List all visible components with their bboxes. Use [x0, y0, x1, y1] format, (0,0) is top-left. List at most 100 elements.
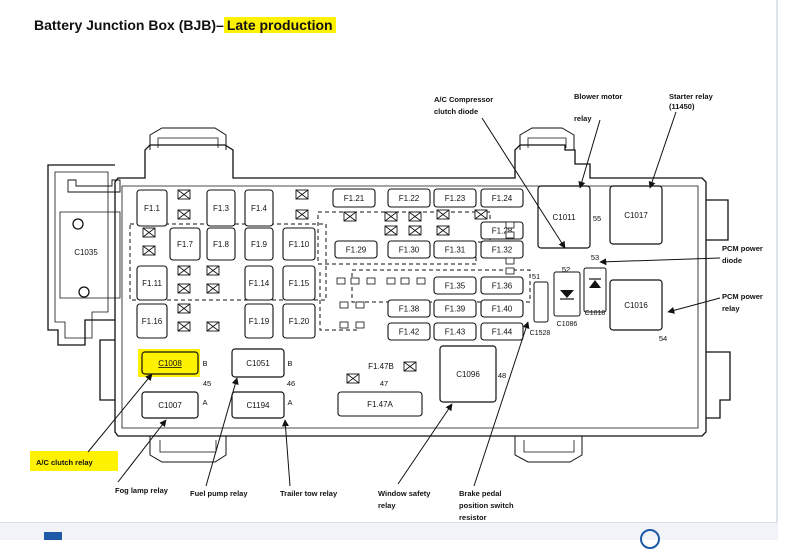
fuse-f1-47a — [337, 391, 423, 417]
terminal — [339, 301, 349, 309]
callout-blower-1: Blower motor — [574, 92, 622, 101]
fuse-f1-22 — [387, 188, 431, 208]
relay-c1016 — [609, 279, 663, 331]
terminal — [416, 277, 426, 285]
fuse-f1-38 — [387, 299, 431, 318]
fuse-f1-10 — [282, 227, 316, 261]
leader-line — [117, 419, 167, 483]
fuse-f1-43 — [433, 322, 477, 341]
fuse-f1-16 — [136, 303, 168, 339]
slot-marker — [177, 321, 191, 332]
terminal — [505, 257, 515, 265]
leader-line — [481, 117, 566, 249]
fuse-label-f1-22: F1.22 — [399, 194, 420, 203]
fuse-f1-4 — [244, 189, 274, 227]
callout-brake-pedal-2: position switch — [459, 501, 514, 510]
fuse-label-f1-16: F1.16 — [142, 317, 163, 326]
terminal — [505, 267, 515, 275]
pin-label-n46: 46 — [287, 379, 295, 388]
fuse-f1-7 — [169, 227, 201, 261]
relay-label-c1051: C1051 — [246, 359, 270, 368]
slot-marker — [436, 225, 450, 236]
terminal — [366, 277, 376, 285]
fuse-f1-20 — [282, 303, 316, 339]
diode-symbol-2 — [589, 280, 601, 288]
terminal — [350, 277, 360, 285]
leader-line — [281, 419, 291, 487]
fuse-label-f1-23: F1.23 — [445, 194, 466, 203]
pin-label-a2: A — [287, 398, 292, 407]
slot-marker — [177, 303, 191, 314]
leader-line — [578, 119, 601, 189]
pin-label-n53: 53 — [591, 253, 599, 262]
fuse-label-f1-47a: F1.47A — [367, 400, 393, 409]
relay-label-c1017: C1017 — [624, 211, 648, 220]
fuse-label-f1-21: F1.21 — [344, 194, 365, 203]
fuse-f1-24 — [480, 188, 524, 208]
leader-line — [648, 111, 677, 189]
slot-marker — [177, 209, 191, 220]
fuse-label-f1-1: F1.1 — [144, 204, 161, 213]
callout-brake-pedal-3: resistor — [459, 513, 487, 522]
leader-line — [599, 257, 721, 266]
leader-line — [397, 403, 453, 485]
fuse-f1-35 — [433, 276, 477, 295]
frame-edge — [776, 0, 778, 522]
slot-marker — [436, 209, 450, 220]
slot-marker — [206, 283, 220, 294]
fuse-f1-14 — [244, 265, 274, 301]
pin-label-n52: 52 — [562, 265, 570, 274]
fuse-f1-29 — [334, 240, 378, 259]
relay-label-c1086: C1086 — [557, 321, 578, 328]
download-icon[interactable] — [640, 529, 660, 549]
relay-label-c1035: C1035 — [74, 248, 98, 257]
fuse-f1-44 — [480, 322, 524, 341]
relay-label-c1528: C1528 — [530, 330, 551, 337]
diode-symbol-1 — [560, 290, 574, 298]
slot-markers — [142, 189, 515, 384]
title-prefix: Battery Junction Box (BJB) — [34, 17, 217, 33]
fuse-label-f1-15: F1.15 — [289, 279, 310, 288]
fuse-label-f1-7: F1.7 — [177, 240, 194, 249]
pin-label-a1: A — [202, 398, 207, 407]
fuse-label-f1-35: F1.35 — [445, 282, 466, 291]
fuse-label-f1-31: F1.31 — [445, 246, 466, 255]
fuse-label-f1-4: F1.4 — [251, 204, 268, 213]
callout-fuel-pump-relay: Fuel pump relay — [190, 489, 248, 498]
fuse-f1-30 — [387, 240, 431, 259]
page-title: Battery Junction Box (BJB) – Late produc… — [34, 13, 336, 37]
callout-starter-1: Starter relay — [669, 92, 714, 101]
callout-pcm-diode-1: PCM power — [722, 244, 763, 253]
pin-label-n55: 55 — [593, 214, 601, 223]
slot-marker — [177, 283, 191, 294]
fuse-f1-31 — [433, 240, 477, 259]
terminal — [336, 277, 346, 285]
callout-highlight — [30, 451, 118, 471]
fuse-label-f1-47b: F1.47B — [368, 362, 394, 371]
callout-trailer-tow-relay: Trailer tow relay — [280, 489, 338, 498]
fuse-label-f1-40: F1.40 — [492, 305, 513, 314]
slot-marker — [384, 211, 398, 222]
fuse-f1-3 — [206, 189, 236, 227]
fuse-f1-21 — [332, 188, 376, 208]
pin-label-n47: 47 — [380, 379, 388, 388]
fuse-label-f1-32: F1.32 — [492, 246, 513, 255]
callout-ac-comp-2: clutch diode — [434, 107, 478, 116]
relay-c1007 — [141, 391, 199, 419]
dashed-regions — [129, 211, 531, 331]
fuse-label-f1-8: F1.8 — [213, 240, 230, 249]
slot-marker — [206, 265, 220, 276]
terminal — [505, 221, 515, 229]
relay-c1017 — [609, 185, 663, 245]
relay-c1194 — [231, 391, 285, 419]
pin-label-b2: B — [287, 359, 292, 368]
fuse-label-f1-28: F1.28 — [492, 227, 513, 236]
relay-label-c1194: C1194 — [247, 401, 271, 410]
fuse-label-f1-19: F1.19 — [249, 317, 270, 326]
resistor-c1528 — [533, 281, 549, 323]
fuse-f1-42 — [387, 322, 431, 341]
